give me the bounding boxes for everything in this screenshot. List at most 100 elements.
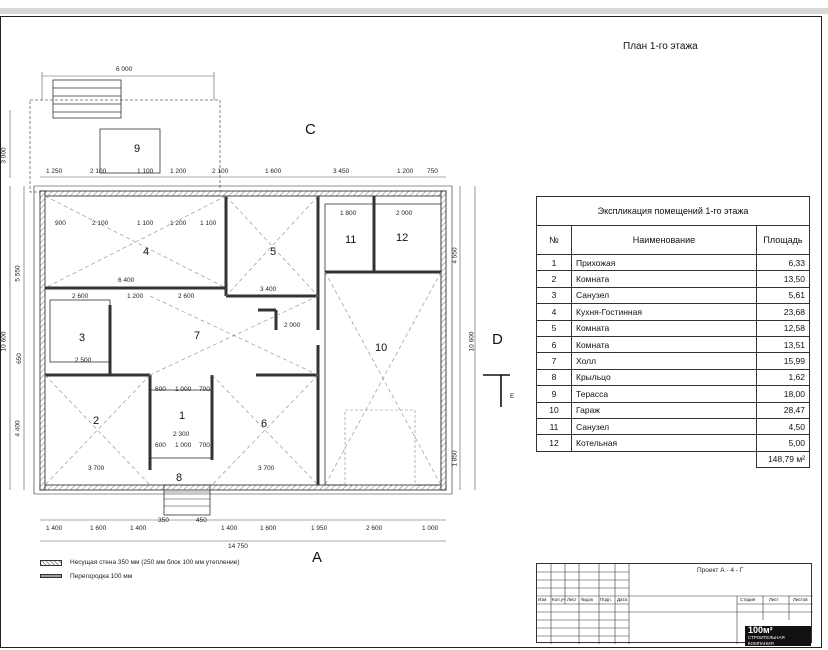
cell-no: 10 xyxy=(536,401,572,419)
dim-2600a: 2 600 xyxy=(72,293,89,300)
dim-bot-5: 450 xyxy=(196,517,207,524)
legend-swatch-partition xyxy=(40,574,62,578)
dim-bot-2: 1 600 xyxy=(90,525,107,532)
dim-top-total: 6 000 xyxy=(116,66,133,73)
stamp-col-listov: Листов xyxy=(793,597,808,602)
dim-2300: 2 300 xyxy=(173,431,190,438)
cell-no: 1 xyxy=(536,253,572,272)
dimension-lines xyxy=(9,72,476,542)
terrace-outline xyxy=(29,99,221,193)
dim-top-1: 1 250 xyxy=(46,168,63,175)
dim-700b: 700 xyxy=(199,442,210,449)
cell-no: 4 xyxy=(536,303,572,321)
cell-no: 9 xyxy=(536,385,572,403)
col-header-name: Наименование xyxy=(571,225,757,255)
cell-name: Котельная xyxy=(571,434,757,452)
cell-no: 2 xyxy=(536,270,572,288)
cell-name: Терасса xyxy=(571,385,757,403)
terrace-label-box xyxy=(99,128,161,174)
dim-left-1: 3 000 xyxy=(0,147,8,164)
cell-name: Комната xyxy=(571,319,757,337)
room-number-12: 12 xyxy=(396,232,409,244)
stamp-col-kol: Кол.уч xyxy=(552,597,566,602)
dim-600a: 600 xyxy=(155,386,166,393)
cell-area: 13,51 xyxy=(756,335,810,354)
dim-top-4: 1 200 xyxy=(170,168,187,175)
section-label-e: E xyxy=(510,393,515,400)
legend-swatch-wall xyxy=(40,560,62,566)
dim-in-r2: 2 000 xyxy=(396,210,413,217)
dim-top-6: 1 600 xyxy=(265,168,282,175)
dim-in-3: 1 100 xyxy=(137,220,154,227)
cell-name: Прихожая xyxy=(571,253,757,272)
dim-left-2: 5 550 xyxy=(14,265,22,282)
diagonals xyxy=(44,195,442,486)
dim-top-7: 3 450 xyxy=(333,168,350,175)
cell-no: 11 xyxy=(536,417,572,436)
section-mark xyxy=(483,374,510,407)
dim-left-3: 10 600 xyxy=(0,331,8,352)
cell-no: 8 xyxy=(536,368,572,387)
dim-bot-9: 2 600 xyxy=(366,525,383,532)
plan-title: План 1-го этажа xyxy=(623,41,698,52)
legend-label-wall: Несущая стена 350 мм (250 мм блок 100 мм… xyxy=(70,559,240,566)
room-number-4: 4 xyxy=(143,246,150,258)
top-scrollbar-strip xyxy=(0,8,828,14)
room-number-8: 8 xyxy=(176,472,183,484)
room-number-9: 9 xyxy=(134,143,141,155)
room-number-10: 10 xyxy=(375,342,388,354)
cell-name: Кухня-Гостинная xyxy=(571,303,757,321)
room-number-3: 3 xyxy=(79,332,86,344)
logo-bottom-text: СТРОИТЕЛЬНАЯ КОМПАНИЯ xyxy=(748,635,785,646)
dim-2500: 2 500 xyxy=(75,357,92,364)
dim-in-2: 2 100 xyxy=(92,220,109,227)
cell-area: 18,00 xyxy=(756,385,810,403)
drawing-frame xyxy=(0,16,822,648)
cell-area: 6,33 xyxy=(756,253,810,272)
cell-no: 12 xyxy=(536,434,572,452)
side-label-d: D xyxy=(492,331,503,348)
room-number-1: 1 xyxy=(179,410,186,422)
dim-bot-4: 350 xyxy=(158,517,169,524)
cell-area: 13,50 xyxy=(756,270,810,288)
logo-top-text: 100м² xyxy=(748,625,773,635)
room-number-11: 11 xyxy=(345,234,357,246)
dim-2000: 2 000 xyxy=(284,322,301,329)
project-code: Проект А - 4 - Г xyxy=(697,567,744,574)
cell-name: Санузел xyxy=(571,417,757,436)
col-header-number: № xyxy=(536,225,572,255)
stamp-col-izm: Изм xyxy=(538,597,547,602)
room-number-5: 5 xyxy=(270,246,277,258)
stamp-col-data: Дата xyxy=(617,597,627,602)
dim-1000a: 1 000 xyxy=(175,386,192,393)
terrace-steps xyxy=(52,79,122,119)
dim-left-5: 4 400 xyxy=(14,420,22,437)
stamp-col-list2: Лист xyxy=(769,597,779,602)
dim-in-5: 1 100 xyxy=(200,220,217,227)
dim-in-1: 900 xyxy=(55,220,66,227)
dim-top-9: 750 xyxy=(427,168,438,175)
room-number-2: 2 xyxy=(93,415,100,427)
cell-no: 5 xyxy=(536,319,572,337)
explication-caption: Экспликация помещений 1-го этажа xyxy=(536,196,810,226)
dim-bot-6: 1 400 xyxy=(221,525,238,532)
cell-no: 6 xyxy=(536,335,572,354)
dim-600b: 600 xyxy=(155,442,166,449)
cell-name: Крыльцо xyxy=(571,368,757,387)
dim-right-1: 4 550 xyxy=(451,247,459,264)
cell-no: 3 xyxy=(536,286,572,305)
dim-2600b: 2 600 xyxy=(178,293,195,300)
room-number-7: 7 xyxy=(194,330,201,342)
stamp-col-doc: №док xyxy=(581,597,593,602)
dim-bot-3: 1 400 xyxy=(130,525,147,532)
dim-6400: 6 400 xyxy=(118,277,135,284)
dim-bot-total: 14 750 xyxy=(228,543,248,550)
total-area: 148,79 м² xyxy=(756,450,810,469)
